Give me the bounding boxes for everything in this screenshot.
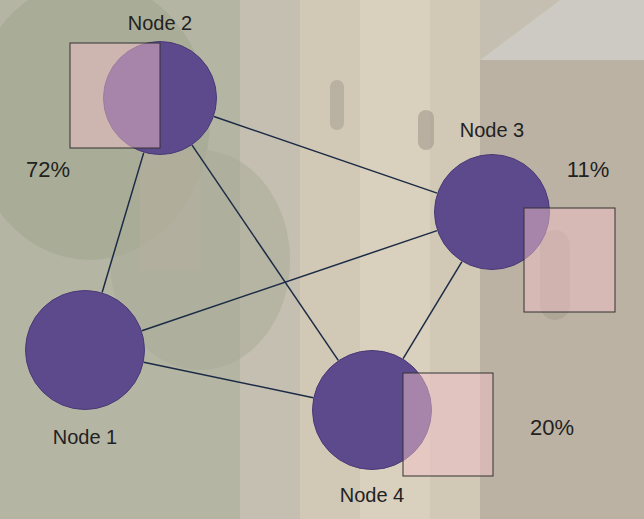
node-circle: Node 2 bbox=[103, 41, 217, 155]
node-disc bbox=[26, 291, 145, 410]
node-label: Node 3 bbox=[460, 119, 525, 142]
node-label: Node 1 bbox=[53, 426, 118, 449]
circle-outline bbox=[434, 154, 550, 270]
link-line bbox=[403, 262, 462, 359]
link-line bbox=[144, 362, 314, 397]
circle-outline bbox=[25, 290, 145, 410]
node-label: Node 2 bbox=[128, 12, 193, 35]
percentage-label: 20% bbox=[530, 415, 574, 441]
node-circle: Node 3 bbox=[434, 154, 550, 270]
link-line bbox=[214, 117, 437, 194]
percentage-label: 72% bbox=[26, 157, 70, 183]
link-line bbox=[102, 153, 144, 293]
node-disc bbox=[435, 155, 550, 270]
node-label: Node 4 bbox=[340, 484, 405, 507]
percentage-label: 11% bbox=[567, 157, 609, 183]
node-circle: Node 4 bbox=[312, 350, 432, 470]
node-disc bbox=[104, 42, 217, 155]
link-line bbox=[192, 145, 338, 360]
node-circle: Node 1 bbox=[25, 290, 145, 410]
link-line bbox=[142, 231, 437, 331]
node-disc bbox=[313, 351, 432, 470]
circle-outline bbox=[103, 41, 217, 155]
circle-outline bbox=[312, 350, 432, 470]
